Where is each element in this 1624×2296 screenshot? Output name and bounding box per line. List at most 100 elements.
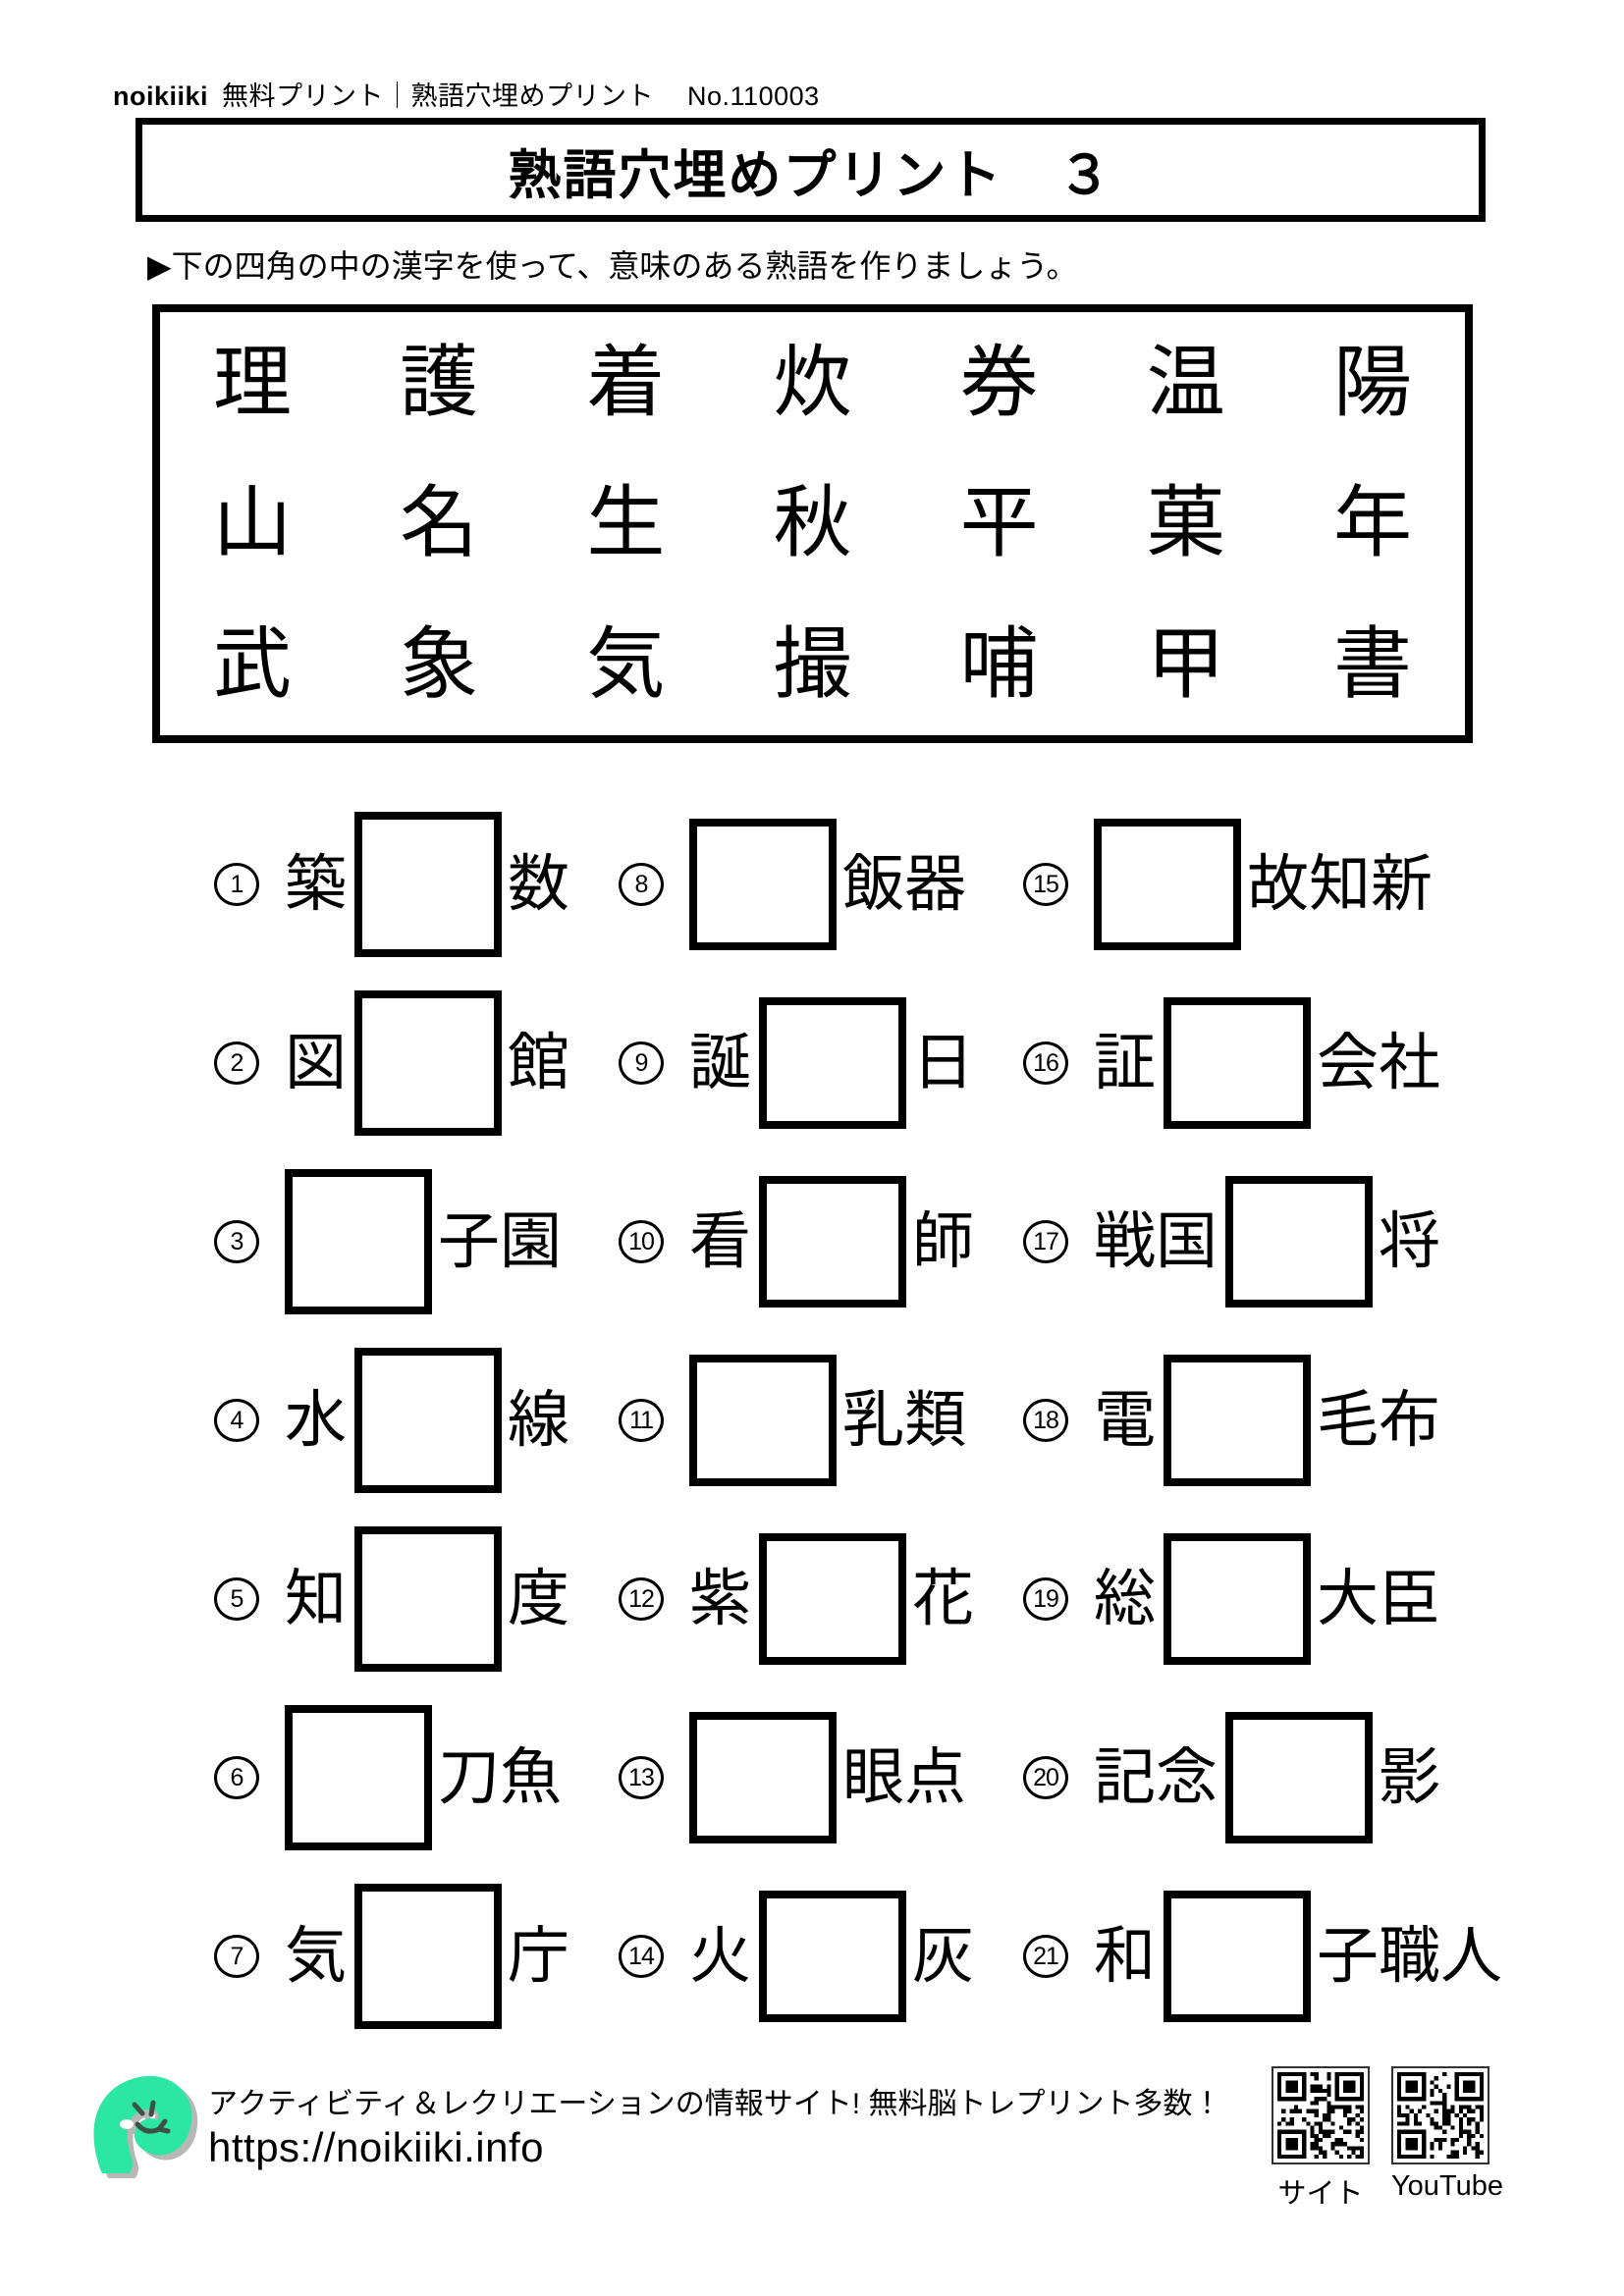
kanji-pool-box: 理 護 着 炊 券 温 陽 山 名 生 秋 平 菓 年 武 象 気 撮 哺 甲 … bbox=[152, 304, 1473, 743]
item-pre-text: 誕 bbox=[689, 1028, 751, 1097]
item-number: 10 bbox=[628, 1227, 655, 1255]
item-post-text: 刀魚 bbox=[438, 1742, 562, 1812]
pool-kanji: 象 bbox=[400, 620, 479, 709]
item-post-text: 大臣 bbox=[1317, 1564, 1440, 1633]
pool-kanji: 書 bbox=[1332, 620, 1412, 709]
item-number: 12 bbox=[628, 1584, 655, 1613]
answer-blank-box[interactable] bbox=[1164, 997, 1311, 1129]
item-number: 21 bbox=[1033, 1942, 1059, 1970]
qr-block-site: サイト bbox=[1272, 2066, 1370, 2212]
item-number-circle: 13 bbox=[619, 1756, 664, 1799]
item-number-circle: 11 bbox=[619, 1399, 664, 1442]
pool-kanji: 哺 bbox=[959, 620, 1039, 709]
item-pre-text: 看 bbox=[689, 1206, 751, 1276]
pool-kanji: 陽 bbox=[1332, 338, 1412, 426]
item-number: 2 bbox=[230, 1048, 244, 1077]
item-number: 14 bbox=[628, 1942, 655, 1970]
pool-kanji: 甲 bbox=[1146, 620, 1225, 709]
item-post-text: 将 bbox=[1379, 1206, 1440, 1276]
answer-blank-box[interactable] bbox=[1164, 1355, 1311, 1486]
pool-kanji: 護 bbox=[400, 338, 479, 426]
answer-blank-box[interactable] bbox=[759, 1176, 906, 1308]
pool-kanji: 券 bbox=[959, 338, 1039, 426]
puzzle-item-6: 6 刀魚 bbox=[214, 1705, 619, 1850]
footer-tagline: アクティビティ＆レクリエーションの情報サイト! 無料脳トレプリント多数！ bbox=[208, 2088, 1222, 2120]
answer-blank-box[interactable] bbox=[354, 812, 502, 957]
answer-blank-box[interactable] bbox=[759, 997, 906, 1129]
item-number: 1 bbox=[230, 870, 244, 898]
qr-block-youtube: YouTube bbox=[1391, 2066, 1503, 2203]
item-pre-text: 証 bbox=[1094, 1028, 1156, 1097]
puzzle-item-19: 19 総 大臣 bbox=[1023, 1533, 1487, 1665]
item-number-circle: 17 bbox=[1023, 1220, 1068, 1263]
answer-blank-box[interactable] bbox=[689, 1355, 837, 1486]
pool-kanji: 平 bbox=[959, 479, 1039, 567]
puzzle-item-20: 20 記念 影 bbox=[1023, 1712, 1487, 1843]
pool-kanji: 生 bbox=[586, 479, 666, 567]
answer-blank-box[interactable] bbox=[354, 1884, 502, 2029]
item-number: 6 bbox=[230, 1763, 244, 1791]
answer-blank-box[interactable] bbox=[285, 1169, 432, 1314]
item-number-circle: 15 bbox=[1023, 863, 1068, 906]
item-number-circle: 16 bbox=[1023, 1041, 1068, 1085]
item-post-text: 毛布 bbox=[1317, 1385, 1440, 1455]
puzzle-item-18: 18 電 毛布 bbox=[1023, 1355, 1487, 1486]
item-number-circle: 7 bbox=[214, 1935, 259, 1978]
item-number-circle: 18 bbox=[1023, 1399, 1068, 1442]
answer-blank-box[interactable] bbox=[1164, 1533, 1311, 1665]
item-post-text: 影 bbox=[1379, 1742, 1440, 1812]
answer-blank-box[interactable] bbox=[1164, 1891, 1311, 2022]
item-post-text: 日 bbox=[912, 1028, 974, 1097]
item-number: 19 bbox=[1033, 1584, 1059, 1613]
item-number: 20 bbox=[1033, 1763, 1059, 1791]
pool-kanji: 武 bbox=[213, 620, 292, 709]
answer-blank-box[interactable] bbox=[1094, 819, 1241, 950]
answer-blank-box[interactable] bbox=[285, 1705, 432, 1850]
answer-blank-box[interactable] bbox=[689, 1712, 837, 1843]
item-number-circle: 20 bbox=[1023, 1756, 1068, 1799]
item-pre-text: 電 bbox=[1094, 1385, 1156, 1455]
pool-kanji: 理 bbox=[213, 338, 292, 426]
answer-blank-box[interactable] bbox=[689, 819, 837, 950]
item-number: 9 bbox=[634, 1048, 649, 1077]
item-post-text: 飯器 bbox=[842, 849, 966, 919]
answer-blank-box[interactable] bbox=[354, 1348, 502, 1493]
kanji-pool-row-3: 武 象 気 撮 哺 甲 書 bbox=[160, 625, 1465, 704]
item-pre-text: 和 bbox=[1094, 1921, 1156, 1991]
item-number: 18 bbox=[1033, 1406, 1059, 1434]
kanji-pool-row-1: 理 護 着 炊 券 温 陽 bbox=[160, 338, 1465, 426]
answer-blank-box[interactable] bbox=[1225, 1176, 1373, 1308]
answer-blank-box[interactable] bbox=[354, 990, 502, 1136]
item-pre-text: 気 bbox=[285, 1921, 347, 1991]
puzzle-item-9: 9 誕 日 bbox=[619, 997, 1023, 1129]
item-post-text: 館 bbox=[508, 1028, 569, 1097]
item-number-circle: 19 bbox=[1023, 1577, 1068, 1621]
answer-blank-box[interactable] bbox=[354, 1526, 502, 1672]
pool-kanji: 温 bbox=[1146, 338, 1225, 426]
item-number-circle: 12 bbox=[619, 1577, 664, 1621]
answer-blank-box[interactable] bbox=[1225, 1712, 1373, 1843]
item-number: 3 bbox=[230, 1227, 244, 1255]
item-pre-text: 記念 bbox=[1094, 1742, 1218, 1812]
answer-blank-box[interactable] bbox=[759, 1891, 906, 2022]
answer-blank-box[interactable] bbox=[759, 1533, 906, 1665]
pool-kanji: 山 bbox=[213, 479, 292, 567]
item-post-text: 線 bbox=[508, 1385, 569, 1455]
item-number-circle: 9 bbox=[619, 1041, 664, 1085]
item-pre-text: 総 bbox=[1094, 1564, 1156, 1633]
item-post-text: 数 bbox=[508, 849, 569, 919]
